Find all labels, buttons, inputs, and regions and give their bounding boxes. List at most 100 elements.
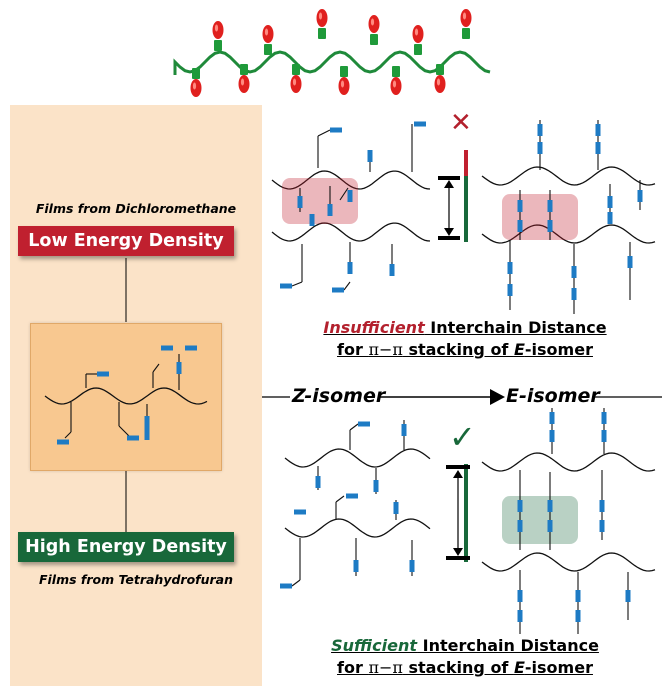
polymer-chain-diagram <box>44 345 208 445</box>
stacking-highlight <box>502 496 578 544</box>
linker-bond <box>343 281 351 291</box>
azobenzene-unit <box>507 284 513 296</box>
polymer-backbone <box>271 222 431 242</box>
cross-icon: ✕ <box>450 108 472 138</box>
azobenzene-unit <box>595 142 601 154</box>
azobenzene-unit <box>358 421 370 427</box>
azobenzene-unit <box>161 345 173 351</box>
tetrahydrofuran-caption: Films from Tetrahydrofuran <box>38 572 234 587</box>
azobenzene-unit <box>517 220 523 232</box>
azobenzene-unit <box>517 590 523 602</box>
azobenzene-unit <box>517 520 523 532</box>
stacking-text: stacking of <box>402 658 514 677</box>
isomer-suffix: -isomer <box>524 340 593 359</box>
azobenzene-unit <box>297 196 303 208</box>
linker-bond <box>335 495 345 503</box>
azobenzene-unit <box>280 583 292 589</box>
azobenzene-unit <box>637 190 643 202</box>
insufficient-caption-line2: for π−π stacking of E-isomer <box>268 340 662 359</box>
light-bulb-icon <box>338 66 350 95</box>
check-icon: ✓ <box>449 418 476 456</box>
azobenzene-unit <box>393 502 399 514</box>
text-for: for <box>337 340 369 359</box>
polymer-backbone <box>481 166 656 186</box>
light-bulb-icon <box>262 25 274 55</box>
polymer-backbone <box>44 387 208 405</box>
stacking-text: stacking of <box>402 340 514 359</box>
polymer-backbone <box>284 518 431 538</box>
polymer-backbone <box>481 224 656 244</box>
stacking-highlight <box>502 194 578 240</box>
azobenzene-unit <box>332 287 344 293</box>
text-for: for <box>337 658 369 677</box>
azobenzene-unit <box>353 560 359 572</box>
linker-bond <box>152 363 160 373</box>
azobenzene-unit <box>595 124 601 136</box>
high-energy-density-label: High Energy Density <box>18 532 234 562</box>
light-bulb-icon <box>390 66 402 95</box>
azobenzene-unit <box>517 500 523 512</box>
azobenzene-unit <box>625 590 631 602</box>
azobenzene-unit <box>601 430 607 442</box>
azobenzene-unit <box>409 560 415 572</box>
sufficient-rest: Interchain Distance <box>417 636 599 655</box>
azobenzene-unit <box>144 416 150 428</box>
light-bulb-icon <box>290 64 302 93</box>
linker-bond <box>339 187 349 201</box>
azobenzene-unit <box>309 214 315 226</box>
light-bulb-icon <box>368 15 380 45</box>
light-bulb-icon <box>460 9 472 39</box>
azobenzene-unit <box>517 200 523 212</box>
e-isomer-label: E-isomer <box>506 385 600 407</box>
azobenzene-unit <box>547 500 553 512</box>
azobenzene-unit <box>601 412 607 424</box>
linker-bond <box>291 579 301 587</box>
azobenzene-unit <box>575 610 581 622</box>
pi-pi-text: π−π <box>368 340 403 359</box>
arrow-head-icon <box>490 389 505 405</box>
insufficient-keyword: Insufficient <box>323 318 425 337</box>
azobenzene-unit <box>599 500 605 512</box>
light-bulb-icon <box>434 64 446 93</box>
stacking-highlight <box>282 178 358 224</box>
polymer-inset <box>30 323 222 471</box>
polymer-backbone <box>481 452 656 472</box>
azobenzene-unit <box>575 590 581 602</box>
azobenzene-unit <box>57 439 69 445</box>
azobenzene-unit <box>185 345 197 351</box>
azobenzene-unit <box>330 127 342 133</box>
pi-pi-text: π−π <box>368 658 403 677</box>
azobenzene-unit <box>507 262 513 274</box>
azobenzene-unit <box>144 428 150 440</box>
sufficient-caption-line2: for π−π stacking of E-isomer <box>268 658 662 677</box>
light-bulb-icon <box>316 9 328 39</box>
polymer-backbone <box>271 170 431 190</box>
sufficient-caption-line1: Sufficient Interchain Distance <box>268 636 662 655</box>
sufficient-keyword: Sufficient <box>331 636 418 655</box>
e-letter: E <box>513 340 525 359</box>
azobenzene-unit <box>537 142 543 154</box>
light-bulb-icon <box>412 25 424 55</box>
light-bulb-icon <box>238 64 250 93</box>
azobenzene-unit <box>367 150 373 162</box>
azobenzene-unit <box>549 412 555 424</box>
azobenzene-unit <box>347 262 353 274</box>
azobenzene-unit <box>547 520 553 532</box>
azobenzene-unit <box>347 190 353 202</box>
light-bulb-icon <box>190 68 202 97</box>
polymer-backbone <box>481 552 656 572</box>
linker-bond <box>317 129 331 137</box>
dichloromethane-caption: Films from Dichloromethane <box>35 201 237 216</box>
azobenzene-unit <box>389 264 395 276</box>
azobenzene-unit <box>373 480 379 492</box>
azobenzene-unit <box>607 212 613 224</box>
z-isomer-label: Z-isomer <box>292 385 386 407</box>
azobenzene-unit <box>549 430 555 442</box>
azobenzene-unit <box>537 124 543 136</box>
azobenzene-unit <box>127 435 139 441</box>
linker-bond <box>291 281 303 287</box>
azobenzene-unit <box>346 493 358 499</box>
azobenzene-unit <box>627 256 633 268</box>
linker-bond <box>349 423 359 431</box>
